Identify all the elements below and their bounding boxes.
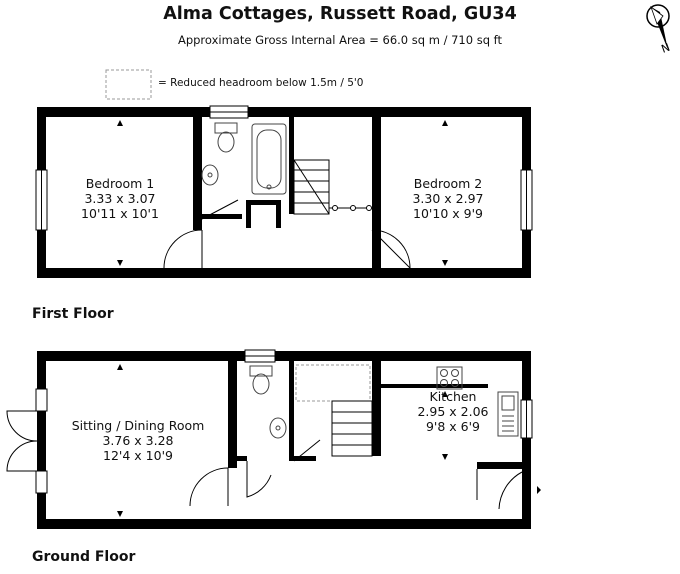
room-metric: 3.76 x 3.28 <box>102 433 174 448</box>
room-label-kitchen: Kitchen 2.95 x 2.06 9'8 x 6'9 <box>398 389 508 434</box>
bathroom-fixtures <box>201 122 287 195</box>
ground-floor-label: Ground Floor <box>32 549 136 565</box>
legend-swatch <box>105 69 152 100</box>
ground-floor-fixtures <box>249 365 519 439</box>
first-floor-ticks <box>117 120 448 266</box>
room-name: Sitting / Dining Room <box>71 418 205 433</box>
gross-area-text: Approximate Gross Internal Area = 66.0 s… <box>177 33 503 47</box>
room-label-sitting-dining: Sitting / Dining Room 3.76 x 3.28 12'4 x… <box>58 418 218 463</box>
first-floor-label: First Floor <box>32 306 114 322</box>
room-label-bedroom-2: Bedroom 2 3.30 x 2.97 10'10 x 9'9 <box>390 176 506 221</box>
north-compass-icon <box>646 4 670 50</box>
legend-reduced-headroom-text: = Reduced headroom below 1.5m / 5'0 <box>158 77 364 89</box>
room-label-bedroom-1: Bedroom 1 3.33 x 3.07 10'11 x 10'1 <box>62 176 178 221</box>
ground-floor-stairs <box>295 364 373 457</box>
north-label: N <box>660 41 672 56</box>
ground-floor-walls <box>37 351 531 529</box>
room-metric: 3.33 x 3.07 <box>84 191 156 206</box>
room-imperial: 12'4 x 10'9 <box>103 448 173 463</box>
plan-title: Alma Cottages, Russett Road, GU34 <box>163 4 517 24</box>
room-name: Bedroom 2 <box>413 176 483 191</box>
room-name: Bedroom 1 <box>85 176 155 191</box>
room-metric: 3.30 x 2.97 <box>412 191 484 206</box>
first-floor-stairs <box>293 159 372 215</box>
room-imperial: 9'8 x 6'9 <box>425 419 481 434</box>
ground-floor-ticks <box>117 364 541 517</box>
room-imperial: 10'11 x 10'1 <box>81 206 159 221</box>
first-floor-doors <box>163 199 411 269</box>
room-name: Kitchen <box>429 389 477 404</box>
ground-floor-doors <box>6 410 523 510</box>
room-metric: 2.95 x 2.06 <box>417 404 489 419</box>
room-imperial: 10'10 x 9'9 <box>413 206 483 221</box>
ground-floor-windows <box>35 349 533 494</box>
first-floor-windows <box>35 105 533 231</box>
